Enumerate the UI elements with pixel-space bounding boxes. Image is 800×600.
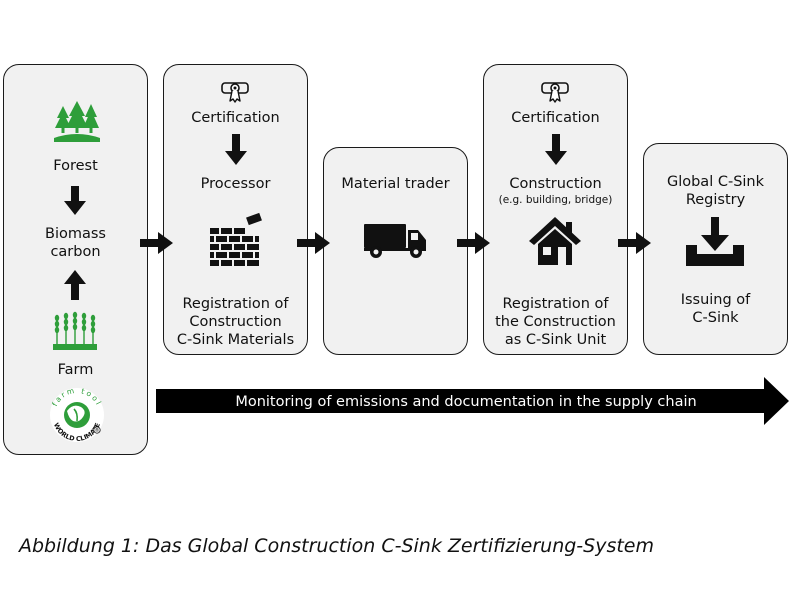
construction-certification-label: Certification <box>511 110 600 126</box>
house-icon <box>529 217 581 265</box>
biomass-carbon-label: Biomass carbon <box>45 226 106 260</box>
download-into-tray-icon <box>686 217 744 266</box>
processor-certification-label: Certification <box>191 110 280 126</box>
flow-arrow-icon <box>457 232 490 254</box>
wheat-field-icon <box>53 311 97 350</box>
truck-icon <box>364 224 426 258</box>
material-trader-label: Material trader <box>341 176 450 192</box>
monitoring-band-arrow <box>156 377 789 425</box>
farm-label: Farm <box>57 362 94 378</box>
certificate-icon <box>221 82 249 103</box>
construction-registration-text: Registration of the Construction as C-Si… <box>495 296 616 348</box>
processor-registration-text: Registration of Construction C-Sink Mate… <box>176 296 295 348</box>
processor-box <box>163 64 308 355</box>
figure-caption: Abbildung 1: Das Global Construction C-S… <box>19 535 654 557</box>
world-climate-farm-tool-logo: farm tool WORLD CLIMATE ® <box>50 387 104 443</box>
forest-trees-icon <box>54 101 100 142</box>
flow-arrow-icon <box>618 232 651 254</box>
arrow-up-icon <box>64 270 86 300</box>
construction-note: (e.g. building, bridge) <box>498 194 613 206</box>
monitoring-band-label: Monitoring of emissions and documentatio… <box>235 394 697 410</box>
processor-label: Processor <box>200 176 271 192</box>
forest-label: Forest <box>53 158 98 174</box>
construction-box <box>483 64 628 355</box>
brick-wall-icon <box>210 212 262 266</box>
registry-title: Global C-Sink Registry <box>666 174 765 208</box>
arrow-down-icon <box>64 186 86 215</box>
svg-text:®: ® <box>95 427 100 434</box>
issuing-c-sink-text: Issuing of C-Sink <box>680 292 751 326</box>
flow-arrow-icon <box>297 232 330 254</box>
arrow-down-icon <box>225 134 247 165</box>
arrow-down-icon <box>545 134 567 165</box>
flow-arrow-icon <box>140 232 173 254</box>
construction-label: Construction <box>509 176 602 192</box>
certificate-icon <box>541 82 569 103</box>
